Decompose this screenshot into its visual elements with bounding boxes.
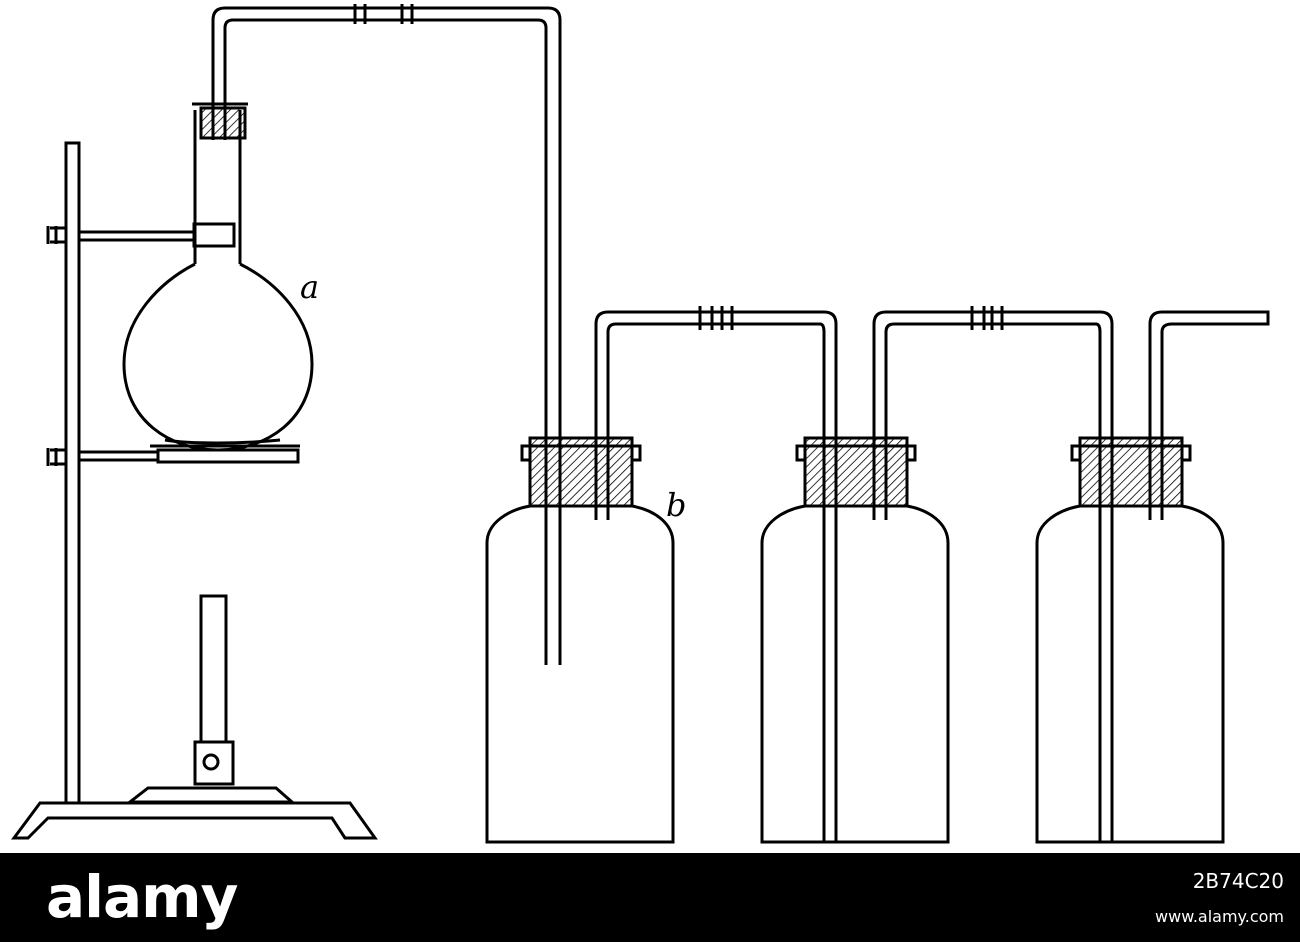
connecting-tube-1 bbox=[698, 306, 838, 842]
lower-clamp bbox=[46, 448, 158, 466]
bottle-3-outlet-tube bbox=[1148, 310, 1270, 520]
tube-joint-2 bbox=[970, 306, 1004, 330]
ring-support bbox=[156, 448, 300, 464]
wire-gauze bbox=[150, 438, 300, 448]
flask-stopper bbox=[199, 106, 247, 140]
bunsen-burner bbox=[125, 594, 296, 804]
tube-joint-main bbox=[353, 4, 414, 24]
stand-rod bbox=[64, 141, 81, 805]
site-url: www.alamy.com bbox=[1155, 907, 1284, 926]
tube-joint-1 bbox=[698, 306, 734, 330]
alamy-logo: alamy bbox=[46, 863, 238, 931]
label-bottle: b bbox=[666, 486, 686, 524]
upper-clamp-jaw bbox=[192, 222, 236, 248]
burner-air-hole bbox=[202, 753, 220, 771]
upper-clamp bbox=[46, 226, 202, 244]
wash-bottle-2 bbox=[760, 310, 990, 844]
label-flask: a bbox=[300, 268, 319, 306]
stand-base bbox=[11, 801, 378, 840]
flask-bulb bbox=[122, 262, 314, 452]
connecting-tube-2 bbox=[970, 306, 1114, 842]
bottle-2-outlet-tube bbox=[872, 310, 990, 520]
wash-bottle-1 bbox=[485, 310, 716, 844]
bottle-3-stopper bbox=[1078, 436, 1184, 508]
round-bottom-flask bbox=[122, 102, 314, 452]
bottle-1-outlet-tube bbox=[594, 310, 716, 520]
bottle-1-stopper bbox=[528, 436, 634, 508]
burner-base bbox=[125, 786, 296, 804]
wash-bottle-3 bbox=[1035, 310, 1270, 844]
burner-tube bbox=[199, 594, 228, 744]
delivery-tube-main bbox=[211, 4, 562, 665]
watermark-footer: alamy 2B74C20 www.alamy.com bbox=[0, 853, 1300, 942]
image-id: 2B74C20 bbox=[1192, 869, 1284, 893]
bottle-2-stopper bbox=[803, 436, 909, 508]
